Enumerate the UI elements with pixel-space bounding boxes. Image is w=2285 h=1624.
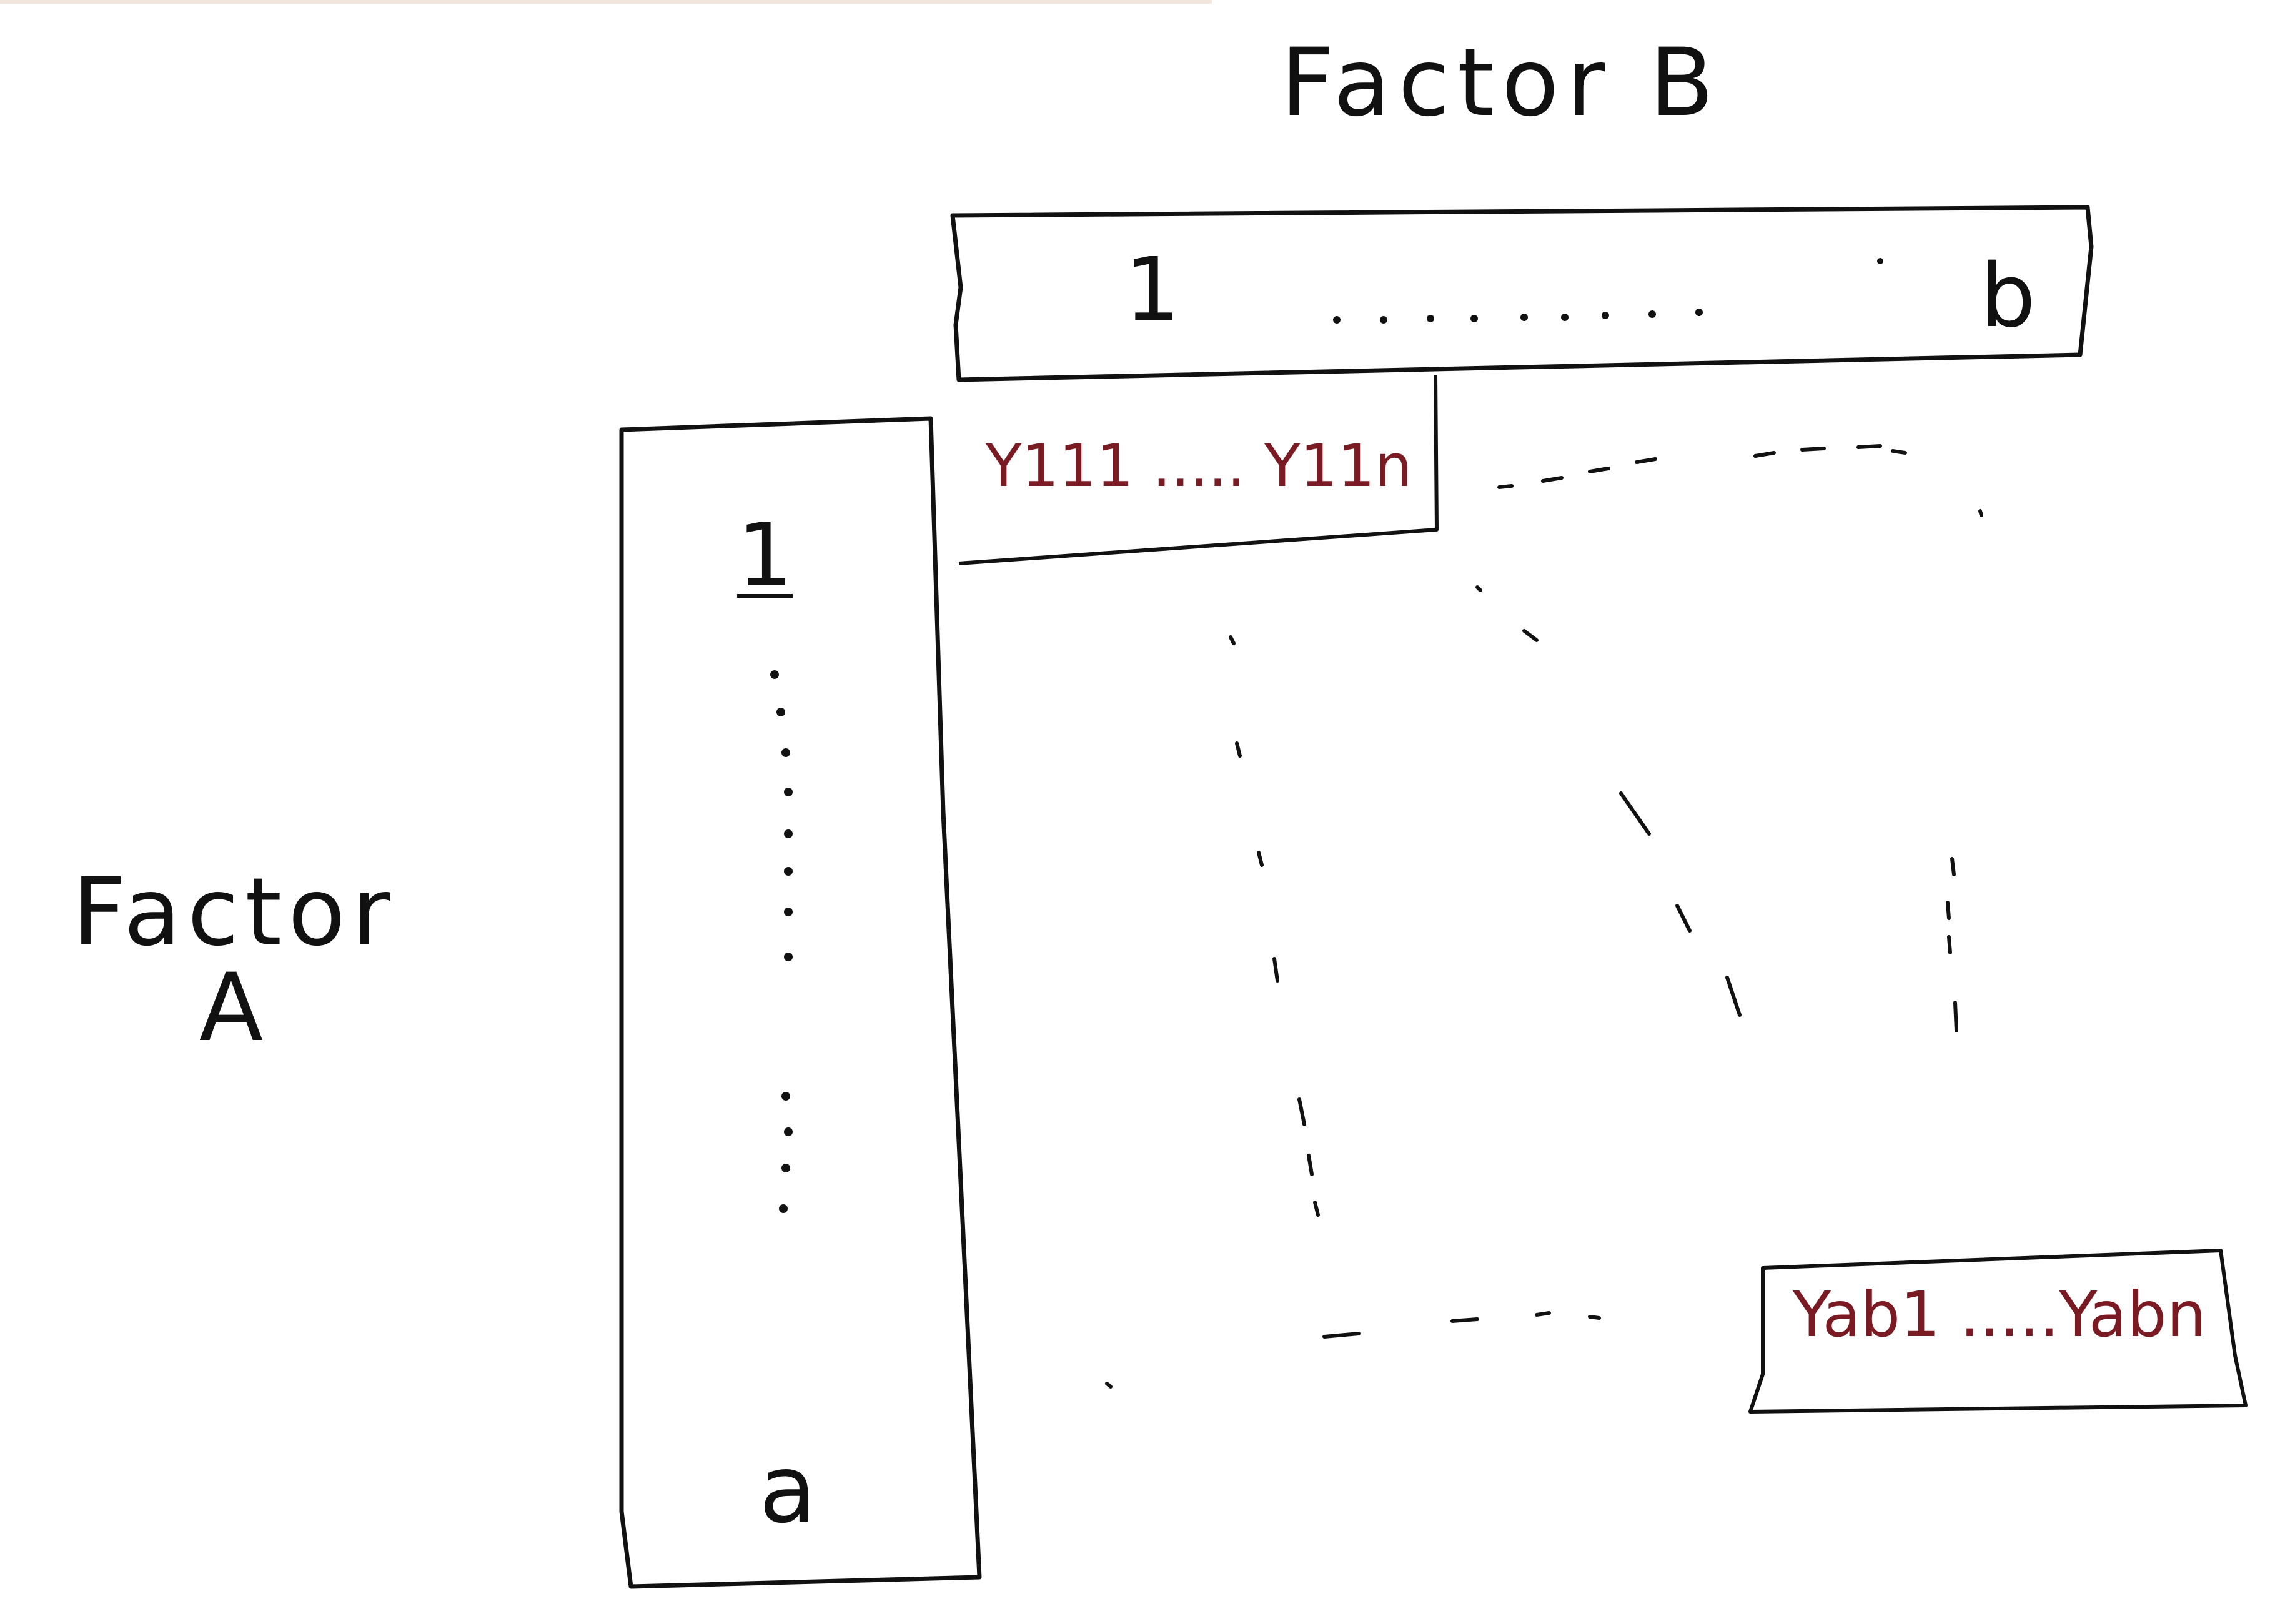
- last-cell-box: [1748, 1249, 2248, 1414]
- last-cell-observations: Yab1 .....Yabn: [1793, 1278, 2206, 1351]
- factor-a-box: [619, 416, 982, 1589]
- factor-b-first-level: 1: [1124, 239, 1181, 341]
- factor-b-ellipsis: [1333, 258, 1883, 324]
- factor-a-title: Factor A: [72, 858, 397, 1062]
- body-dashes: [1105, 444, 1983, 1389]
- factor-b-title: Factor B: [1281, 29, 1722, 137]
- factor-a-first-level: 1: [737, 505, 793, 607]
- paper-edge: [0, 0, 1212, 4]
- factor-b-last-level: b: [1980, 245, 2036, 347]
- factor-a-ellipsis: [770, 670, 793, 1213]
- first-cell-observations: Y111 ..... Y11n: [986, 432, 1412, 500]
- factor-a-last-level: a: [759, 1435, 816, 1544]
- first-cell-box: [958, 374, 1439, 565]
- factor-b-box: [950, 205, 2094, 382]
